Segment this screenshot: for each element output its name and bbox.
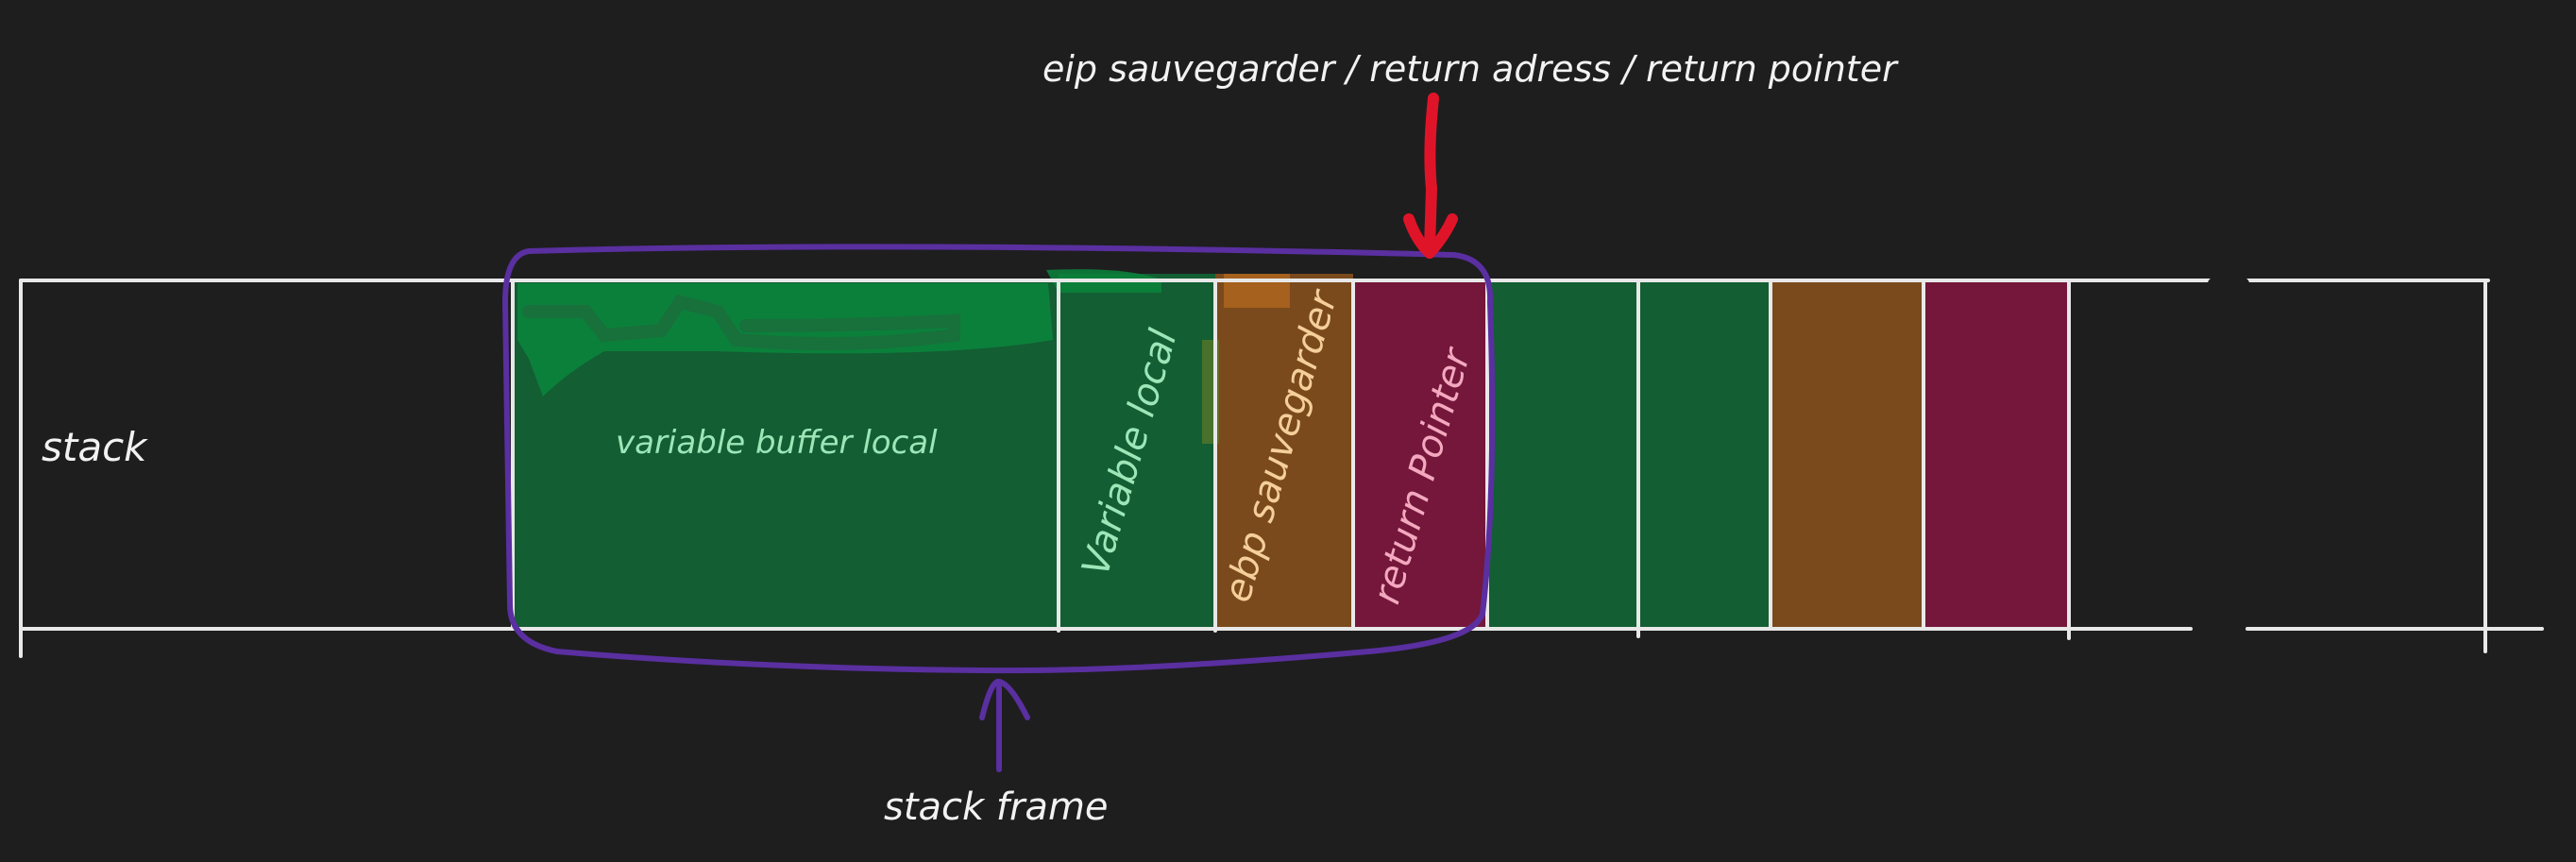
return-pointer-arrow: [1403, 93, 1458, 259]
stack-outline: [19, 279, 2544, 658]
orange-cell-2: [1771, 279, 1924, 629]
buffer-cell-label: variable buffer local: [616, 424, 938, 462]
ebp-cell: [1215, 274, 1353, 631]
stack-frame-arrow: [979, 679, 1030, 772]
red-cell-2: [1924, 279, 2069, 629]
local-cell: [1059, 274, 1215, 631]
buffer-scribble-2: [522, 295, 960, 350]
green-cell-3: [1638, 279, 1771, 629]
stack-frame-label: stack frame: [884, 786, 1109, 829]
eip-annotation: eip sauvegarder / return adress / return…: [1042, 48, 1899, 90]
stack-frame-outline: [502, 244, 1496, 674]
green-cell-2: [1487, 279, 1638, 629]
stack-cells: [513, 269, 2069, 631]
gap-marker: [2208, 274, 2249, 293]
stack-label: stack: [42, 424, 148, 470]
ret-cell: [1353, 279, 1487, 629]
